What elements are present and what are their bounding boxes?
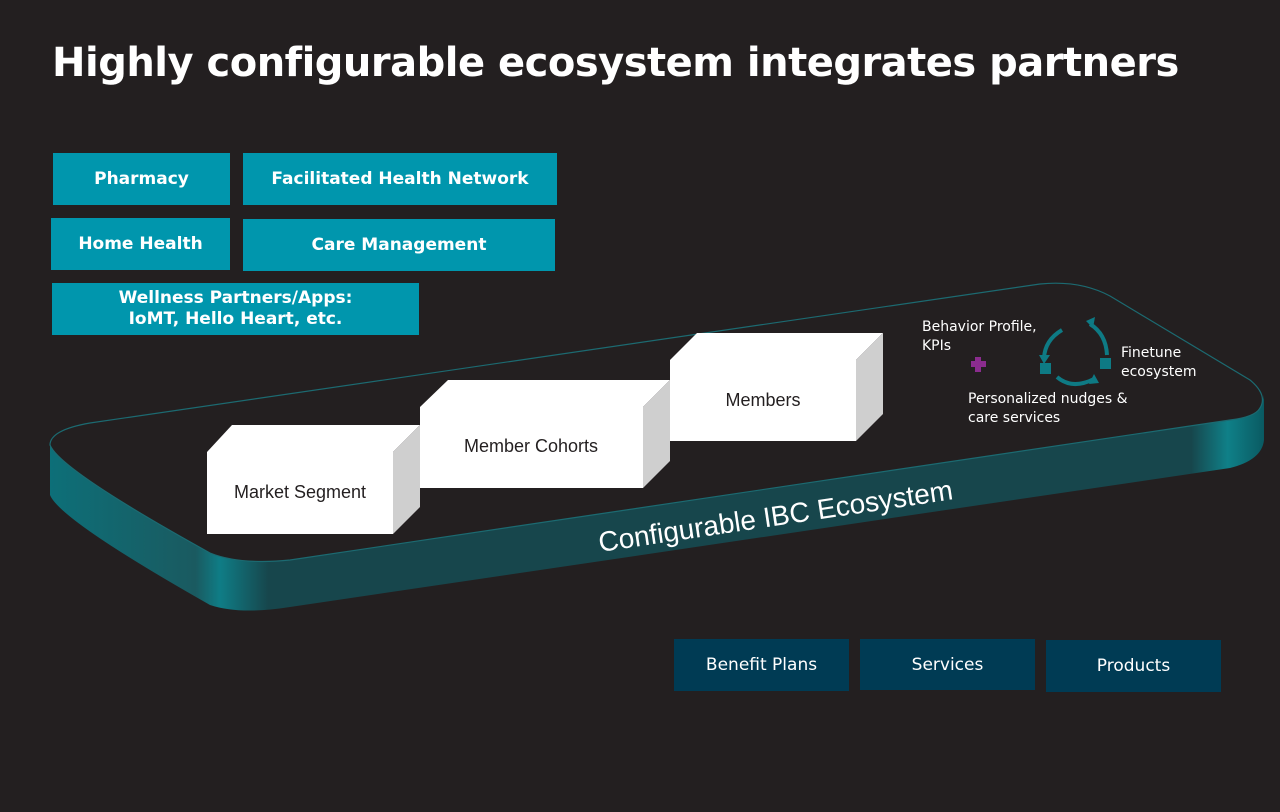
partner-label: Care Management	[311, 234, 487, 255]
text-line: Finetune	[1121, 345, 1182, 361]
partner-pharmacy: Pharmacy	[53, 153, 230, 205]
text-line: KPIs	[922, 338, 952, 354]
partner-facilitated-health-network: Facilitated Health Network	[243, 153, 557, 205]
box-label: Member Cohorts	[464, 436, 598, 456]
cycle-arrows-icon	[1039, 317, 1111, 386]
nudges-text: Personalized nudges & care services	[968, 390, 1128, 428]
box-label: Members	[725, 390, 800, 410]
platform-side	[50, 395, 1264, 611]
text-line: care services	[968, 410, 1061, 426]
box-member-cohorts: Member Cohorts	[420, 380, 670, 488]
box-members: Members	[670, 333, 883, 441]
text-line: ecosystem	[1121, 364, 1197, 380]
text-line: Behavior Profile,	[922, 319, 1037, 335]
behavior-profile-text: Behavior Profile, KPIs	[922, 318, 1037, 356]
partner-label: Facilitated Health Network	[271, 168, 529, 189]
partner-label: Pharmacy	[94, 168, 189, 189]
page-title: Highly configurable ecosystem integrates…	[52, 40, 1179, 86]
offering-benefit-plans: Benefit Plans	[674, 639, 849, 691]
offering-services: Services	[860, 639, 1035, 690]
partner-label: Wellness Partners/Apps:	[118, 288, 353, 308]
finetune-text: Finetune ecosystem	[1121, 344, 1197, 382]
partner-label: IoMT, Hello Heart, etc.	[128, 309, 343, 329]
box-label: Market Segment	[234, 482, 366, 502]
offering-label: Services	[911, 654, 984, 675]
partner-label: Home Health	[78, 233, 203, 254]
partner-care-management: Care Management	[243, 219, 555, 271]
offering-label: Products	[1096, 656, 1171, 676]
partner-home-health: Home Health	[51, 218, 230, 270]
offering-label: Benefit Plans	[705, 655, 818, 675]
plus-icon	[971, 357, 986, 372]
text-line: Personalized nudges &	[968, 391, 1128, 407]
offering-products: Products	[1046, 640, 1221, 692]
box-market-segment: Market Segment	[207, 425, 420, 534]
partner-wellness-apps: Wellness Partners/Apps: IoMT, Hello Hear…	[52, 283, 419, 335]
